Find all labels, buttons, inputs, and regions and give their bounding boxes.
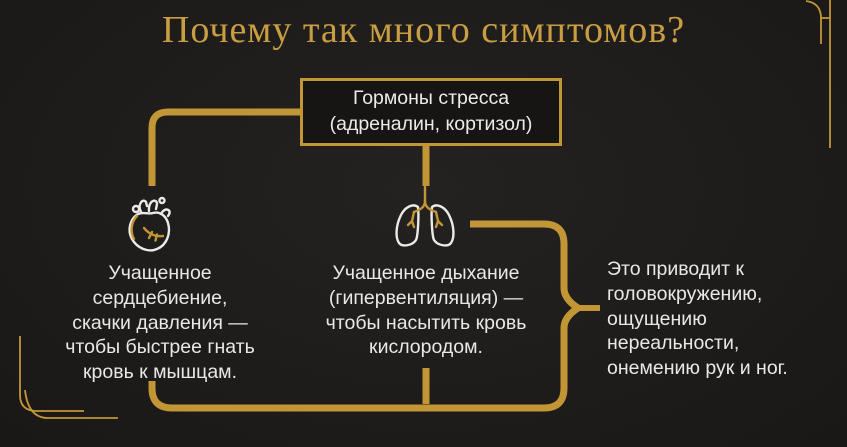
stress-hormones-box: Гормоны стресса (адреналин, кортизол) xyxy=(300,78,562,146)
heart-connector-line xyxy=(148,108,300,186)
page-title: Почему так много симптомов? xyxy=(161,9,686,51)
lungs-effect-text: Учащенное дыхание (гипервентиляция) — чт… xyxy=(325,262,527,359)
result-text: Это приводит к головокружению, ощущению … xyxy=(607,258,788,379)
stress-hormones-label: Гормоны стресса (адреналин, кортизол) xyxy=(329,87,533,135)
heart-effect-text: Учащенное сердцебиение, скачки давления … xyxy=(65,262,255,383)
heart-icon xyxy=(116,188,186,260)
lungs-icon xyxy=(384,184,466,254)
